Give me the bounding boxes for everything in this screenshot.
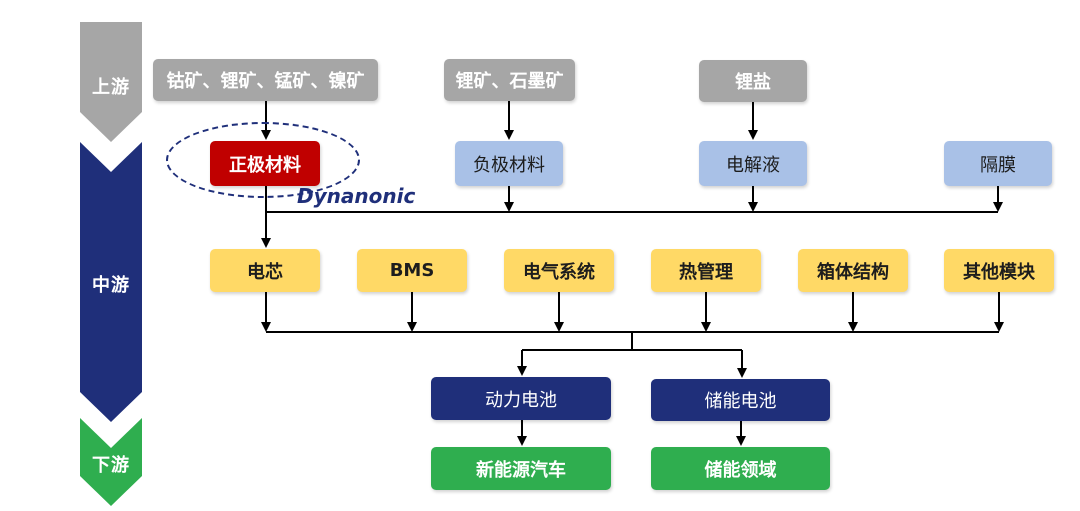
raw-ore-cobalt-lithium-manganese-nickel: 钴矿、锂矿、锰矿、镍矿 [153,59,378,101]
raw-ore-lithium-graphite: 锂矿、石墨矿 [444,59,575,101]
downstream-stage-arrow [80,418,142,506]
component-enclosure-structure: 箱体结构 [798,249,908,292]
midstream-stage-arrow [80,142,142,422]
dynanonic-brand-label: Dynanonic [297,184,416,208]
application-new-energy-vehicles: 新能源汽车 [431,447,611,490]
raw-lithium-salt: 锂盐 [699,60,807,102]
upstream-stage-label: 上游 [92,77,130,98]
upstream-stage-arrow [80,22,142,142]
electrolyte-box: 电解液 [699,141,807,186]
component-other-modules: 其他模块 [944,249,1054,292]
storage-battery-box: 储能电池 [651,379,830,421]
anode-material-box: 负极材料 [455,141,563,186]
cathode-highlight-ellipse [166,122,360,198]
connector-lines [261,101,1004,446]
cathode-material-box: 正极材料 [210,141,320,186]
component-cell: 电芯 [210,249,320,292]
component-thermal-management: 热管理 [651,249,761,292]
power-battery-box: 动力电池 [431,377,611,420]
midstream-stage-label: 中游 [92,275,130,296]
application-energy-storage-field: 储能领域 [651,447,830,490]
component-bms: BMS [357,249,467,292]
separator-box: 隔膜 [944,141,1052,186]
component-electrical-system: 电气系统 [504,249,614,292]
downstream-stage-label: 下游 [92,455,130,476]
